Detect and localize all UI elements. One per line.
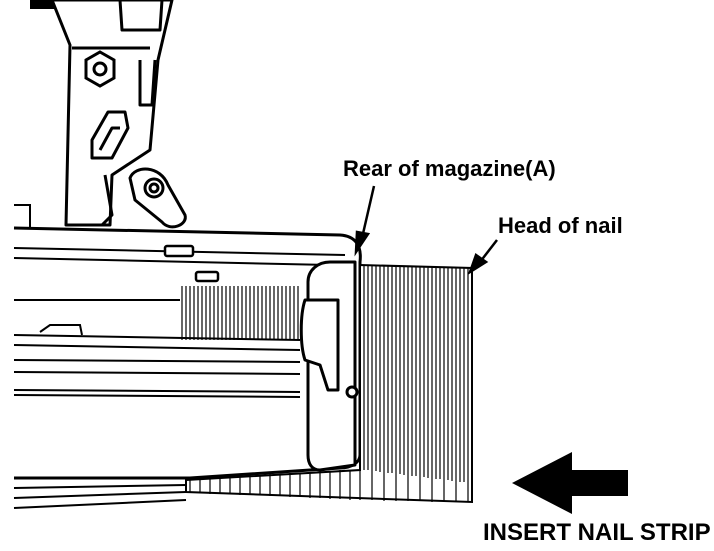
leader-lines <box>354 185 498 275</box>
rear-cap <box>299 260 359 472</box>
nail-strip <box>185 263 473 504</box>
latch-lever <box>90 110 130 227</box>
guide-tab-small <box>194 270 220 283</box>
screw-icon <box>345 385 359 399</box>
guide-tab <box>163 244 195 258</box>
hex-nut-icon <box>84 50 116 88</box>
base-lines <box>13 484 187 509</box>
link-arm <box>128 167 187 229</box>
insert-nail-strip-label: INSERT NAIL STRIP <box>483 519 711 546</box>
magazine-rails <box>13 247 346 398</box>
nails-inside <box>181 286 299 340</box>
arrow-left-icon <box>512 452 628 514</box>
head-of-nail-label: Head of nail <box>498 213 623 238</box>
rear-of-magazine-label: Rear of magazine(A) <box>343 156 556 181</box>
